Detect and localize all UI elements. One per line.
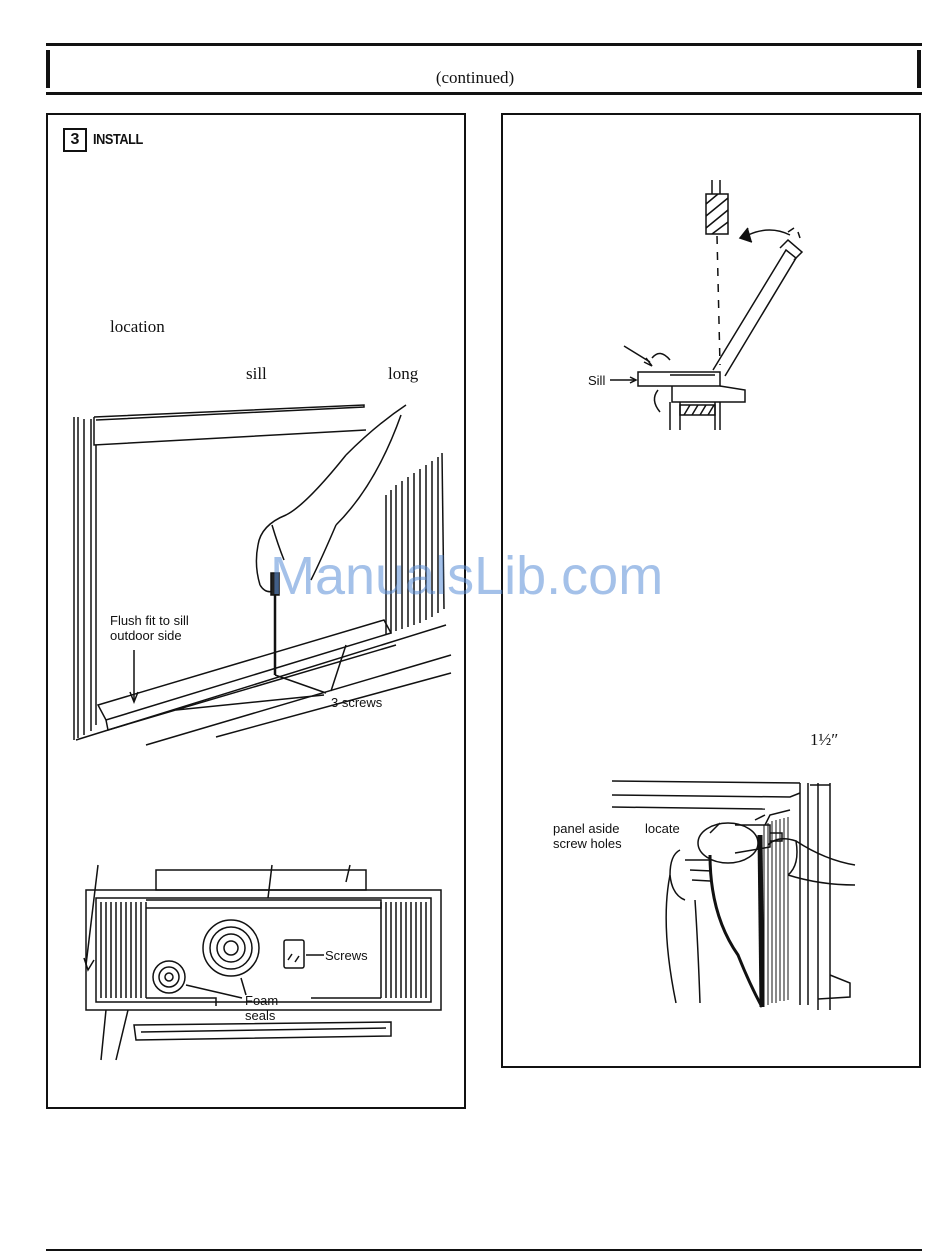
word-long: long xyxy=(388,364,418,384)
measurement-text: 1½″ xyxy=(810,730,838,750)
label-flush-fit: Flush fit to sill outdoor side xyxy=(110,613,189,643)
header-top-rule xyxy=(46,43,922,46)
header-bottom-rule xyxy=(46,92,922,95)
label-locate: locate xyxy=(645,821,680,836)
drilling-illustration xyxy=(560,775,880,1015)
step-title: INSTALL xyxy=(93,131,143,148)
sill-side-view-illustration xyxy=(580,180,840,440)
label-3-screws: 3 screws xyxy=(331,695,382,710)
label-sill: Sill xyxy=(588,373,605,388)
footer-rule xyxy=(46,1249,922,1251)
header-continued: (continued) xyxy=(0,68,950,88)
label-foam-seals: Foam seals xyxy=(245,993,278,1023)
label-screws: Screws xyxy=(325,948,368,963)
watermark: ManualsLib.com xyxy=(270,545,663,607)
parts-kit-illustration xyxy=(46,860,466,1080)
word-location: location xyxy=(110,317,165,337)
label-panel-aside: panel aside screw holes xyxy=(553,821,622,851)
step-number: 3 xyxy=(63,128,87,152)
word-sill: sill xyxy=(246,364,267,384)
